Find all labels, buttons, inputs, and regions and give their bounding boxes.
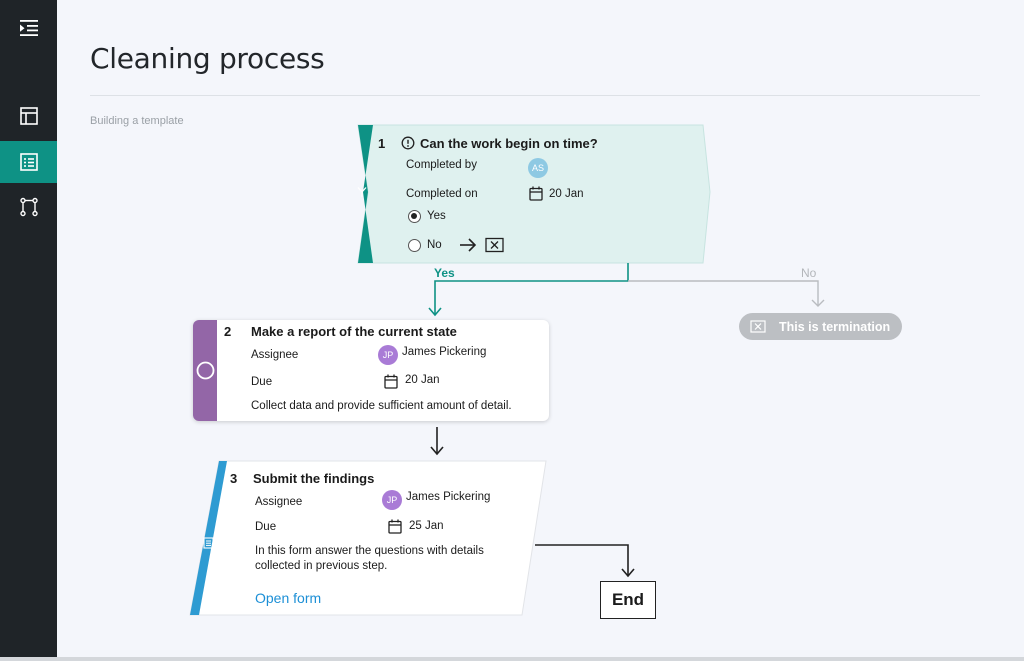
calendar-icon bbox=[384, 374, 398, 389]
due-label: Due bbox=[251, 376, 273, 388]
step3-description-line1: In this form answer the questions with d… bbox=[255, 545, 484, 557]
circle-task-icon bbox=[196, 361, 215, 380]
step1-strip bbox=[358, 125, 373, 263]
sidebar-item-list[interactable] bbox=[0, 141, 57, 183]
step2-card[interactable]: 2 Make a report of the current state Ass… bbox=[193, 320, 549, 421]
completed-by-label: Completed by bbox=[406, 159, 477, 171]
layout-icon bbox=[19, 107, 38, 125]
option-yes-label: Yes bbox=[427, 210, 446, 222]
title-divider bbox=[90, 95, 980, 96]
terminate-icon bbox=[485, 237, 504, 253]
branch-icon bbox=[357, 187, 367, 197]
exclamation-circle-icon bbox=[401, 136, 415, 150]
calendar-icon bbox=[529, 186, 543, 201]
workflow-icon bbox=[19, 197, 38, 217]
form-icon bbox=[203, 537, 214, 549]
assignee-label: Assignee bbox=[255, 496, 303, 508]
avatar: AS bbox=[528, 158, 548, 178]
no-arrowhead bbox=[811, 299, 825, 307]
branch-yes-label: Yes bbox=[434, 266, 455, 280]
assignee-label: Assignee bbox=[251, 349, 299, 361]
termination-node[interactable]: This is termination bbox=[739, 313, 902, 340]
assignee-name: James Pickering bbox=[406, 491, 491, 503]
termination-label: This is termination bbox=[779, 320, 891, 334]
sidebar-item-workflow[interactable] bbox=[0, 186, 57, 228]
step2-to-step3-arrowhead bbox=[430, 446, 444, 456]
step3-number: 3 bbox=[230, 471, 238, 486]
completed-on-label: Completed on bbox=[406, 188, 478, 200]
open-form-link[interactable]: Open form bbox=[255, 590, 322, 606]
calendar-icon bbox=[388, 519, 402, 534]
step2-title: Make a report of the current state bbox=[251, 324, 457, 339]
yes-connector bbox=[434, 263, 629, 315]
due-date: 25 Jan bbox=[409, 520, 444, 532]
page-subtitle: Building a template bbox=[90, 115, 184, 127]
sidebar bbox=[0, 0, 57, 661]
terminate-icon bbox=[750, 320, 766, 333]
step2-number: 2 bbox=[224, 324, 232, 339]
arrow-right-icon bbox=[460, 238, 477, 252]
option-yes-radio[interactable] bbox=[408, 210, 421, 223]
completed-on-date: 20 Jan bbox=[549, 188, 584, 200]
flow-canvas bbox=[189, 124, 825, 616]
step2-description: Collect data and provide sufficient amou… bbox=[251, 400, 512, 412]
yes-arrowhead bbox=[428, 307, 442, 317]
branch-no-label: No bbox=[801, 266, 817, 280]
step1-number: 1 bbox=[378, 136, 386, 151]
avatar: JP bbox=[378, 345, 398, 365]
no-connector bbox=[628, 280, 819, 306]
sidebar-item-layout[interactable] bbox=[0, 95, 57, 137]
menu-collapse-icon bbox=[19, 20, 38, 36]
step3-to-end-arrowhead bbox=[621, 568, 635, 578]
due-date: 20 Jan bbox=[405, 374, 440, 386]
step1-title: Can the work begin on time? bbox=[420, 136, 598, 151]
option-no-label: No bbox=[427, 239, 442, 251]
assignee-name: James Pickering bbox=[402, 346, 487, 358]
list-view-icon bbox=[19, 153, 38, 171]
end-node[interactable]: End bbox=[600, 581, 656, 619]
bottom-scrollbar[interactable] bbox=[0, 657, 1024, 661]
step3-description-line2: collected in previous step. bbox=[255, 560, 388, 572]
main-area: Cleaning process Building a template 1 C… bbox=[57, 0, 1024, 661]
option-no-radio[interactable] bbox=[408, 239, 421, 252]
avatar: JP bbox=[382, 490, 402, 510]
due-label: Due bbox=[255, 521, 277, 533]
step3-to-end-connector bbox=[535, 544, 629, 576]
step3-title: Submit the findings bbox=[253, 471, 375, 486]
menu-collapse-button[interactable] bbox=[0, 7, 57, 49]
page-title: Cleaning process bbox=[90, 42, 325, 75]
